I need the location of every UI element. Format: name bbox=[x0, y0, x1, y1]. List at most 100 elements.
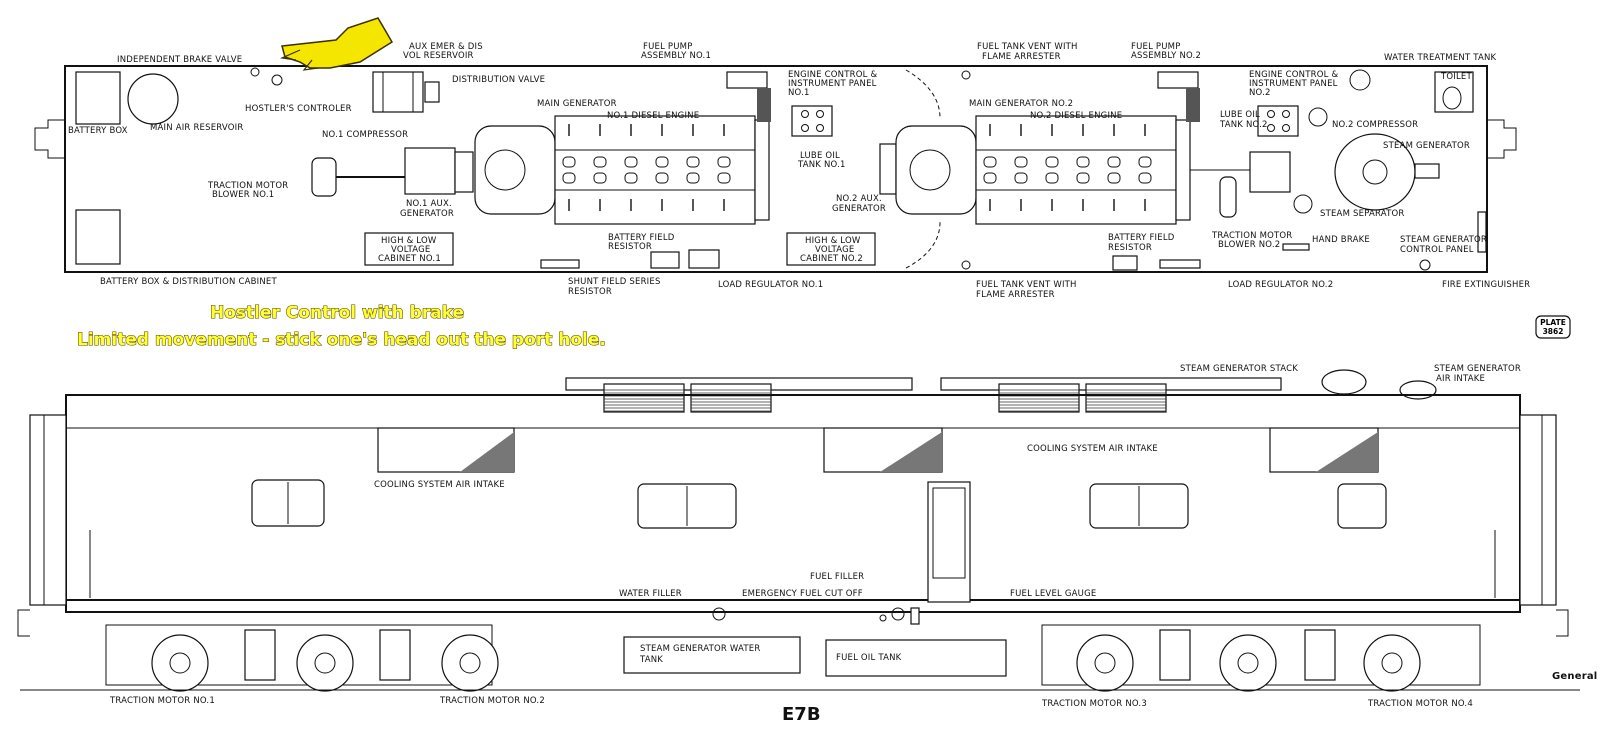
label-tm2: TRACTION MOTOR NO.2 bbox=[439, 696, 545, 706]
label-lube-oil-2a: LUBE OIL bbox=[1220, 110, 1260, 120]
hv-cabinet-2 bbox=[786, 232, 876, 266]
plan-coupler-left bbox=[34, 119, 65, 159]
battery-box-distribution-cabinet bbox=[75, 209, 121, 265]
engine-cylinder-head bbox=[562, 172, 576, 184]
engine-cylinder-head bbox=[1076, 156, 1090, 168]
independent-brake-valve bbox=[250, 67, 260, 77]
battery-box bbox=[75, 71, 121, 125]
label-sg-stack: STEAM GENERATOR STACK bbox=[1180, 364, 1298, 374]
lube-oil-tank-2 bbox=[1257, 105, 1299, 137]
traction-motor-blower-2 bbox=[1219, 176, 1237, 218]
engine-cylinder-head bbox=[655, 156, 669, 168]
label-no2-diesel-engine: NO.2 DIESEL ENGINE bbox=[1030, 111, 1122, 121]
engine-cylinder-head bbox=[1138, 172, 1152, 184]
label-hlv1-b: VOLTAGE bbox=[391, 245, 430, 255]
fuel-pump-assembly-2 bbox=[1157, 71, 1199, 89]
label-sg-air-a: STEAM GENERATOR bbox=[1434, 364, 1521, 374]
label-tm-blower-2b: BLOWER NO.2 bbox=[1218, 240, 1280, 250]
engine-cylinder-head bbox=[593, 172, 607, 184]
engine-cylinder-head bbox=[686, 172, 700, 184]
fuel-oil-tank bbox=[825, 639, 1007, 677]
label-fuel-vent-bot-b: FLAME ARRESTER bbox=[976, 290, 1055, 300]
steam-generator-water-tank bbox=[623, 636, 801, 674]
label-fuel-vent-bot-a: FUEL TANK VENT WITH bbox=[976, 280, 1077, 290]
plan-coupler-right bbox=[1487, 119, 1517, 159]
label-battery-field-res2-b: RESISTOR bbox=[1108, 243, 1152, 253]
steam-generator-stack bbox=[1321, 369, 1367, 395]
label-independent-brake-valve: INDEPENDENT BRAKE VALVE bbox=[117, 55, 242, 65]
label-battery-box-dist: BATTERY BOX & DISTRIBUTION CABINET bbox=[100, 277, 278, 287]
label-shunt-field-a: SHUNT FIELD SERIES bbox=[568, 277, 661, 287]
engine-cylinder-head bbox=[624, 172, 638, 184]
engine-control-panel-2 bbox=[1186, 88, 1200, 122]
label-aux-emer-dis: AUX EMER & DIS bbox=[409, 42, 483, 52]
engine-cylinder-head bbox=[1014, 172, 1028, 184]
label-main-air-reservoir: MAIN AIR RESERVOIR bbox=[150, 123, 244, 133]
label-tm3: TRACTION MOTOR NO.3 bbox=[1041, 699, 1147, 709]
label-fuel-pump-1b: ASSEMBLY NO.1 bbox=[641, 51, 711, 61]
annotation-line1: Hostler Control with brake bbox=[210, 303, 464, 323]
label-water-treatment: WATER TREATMENT TANK bbox=[1384, 53, 1497, 63]
label-fuel-pump-2a: FUEL PUMP bbox=[1131, 42, 1181, 52]
label-water-filler: WATER FILLER bbox=[619, 589, 682, 599]
label-battery-box: BATTERY BOX bbox=[68, 126, 128, 136]
label-fuel-vent-top-b: FLAME ARRESTER bbox=[982, 52, 1061, 62]
engine-control-panel-1 bbox=[757, 88, 771, 122]
label-distribution-valve: DISTRIBUTION VALVE bbox=[452, 75, 545, 85]
label-fuel-filler: FUEL FILLER bbox=[810, 572, 864, 582]
corner-label: General bbox=[1552, 671, 1597, 682]
diesel-engine-1 bbox=[554, 115, 756, 225]
label-sg-water-a: STEAM GENERATOR WATER bbox=[640, 644, 760, 654]
label-no2-aux-gen-b: GENERATOR bbox=[832, 204, 886, 214]
compressor-2 bbox=[1308, 107, 1328, 127]
label-sg-control-a: STEAM GENERATOR bbox=[1400, 235, 1487, 245]
engine-cylinder-head bbox=[1045, 172, 1059, 184]
label-tm4: TRACTION MOTOR NO.4 bbox=[1367, 699, 1473, 709]
main-air-reservoir bbox=[127, 73, 179, 125]
label-load-reg-2: LOAD REGULATOR NO.2 bbox=[1228, 280, 1333, 290]
engine-cylinder-head bbox=[686, 156, 700, 168]
label-ecip2-c: NO.2 bbox=[1249, 88, 1271, 98]
model-title: E7B bbox=[782, 704, 821, 725]
engine-cylinder-head bbox=[1107, 172, 1121, 184]
label-battery-field-res-b: RESISTOR bbox=[608, 242, 652, 252]
annotation-line2: Limited movement - stick one's head out … bbox=[77, 330, 606, 350]
side-door bbox=[927, 481, 971, 603]
side-elevation bbox=[17, 369, 1580, 692]
label-tm-blower-1b: BLOWER NO.1 bbox=[212, 190, 274, 200]
plate-box bbox=[1535, 315, 1571, 339]
load-regulator-1 bbox=[688, 249, 720, 269]
traction-motor-blower-1 bbox=[311, 157, 337, 197]
fuel-tank-vent-top bbox=[961, 70, 971, 80]
hv-cabinet-1 bbox=[364, 232, 454, 266]
label-fuel-vent-top-a: FUEL TANK VENT WITH bbox=[977, 42, 1078, 52]
label-shunt-field-b: RESISTOR bbox=[568, 287, 612, 297]
main-generator-2 bbox=[895, 125, 977, 215]
label-tm-blower-2a: TRACTION MOTOR bbox=[1211, 231, 1292, 241]
label-main-generator: MAIN GENERATOR bbox=[537, 99, 617, 109]
compressor-1 bbox=[404, 147, 456, 195]
engine-cylinder-head bbox=[593, 156, 607, 168]
label-steam-separator: STEAM SEPARATOR bbox=[1320, 209, 1404, 219]
label-ecip1-b: INSTRUMENT PANEL bbox=[788, 79, 877, 89]
toilet bbox=[1434, 71, 1474, 113]
label-no1-aux-gen-b: GENERATOR bbox=[400, 209, 454, 219]
label-ecip1-a: ENGINE CONTROL & bbox=[788, 70, 877, 80]
main-generator-1 bbox=[474, 125, 556, 215]
hand-brake bbox=[1282, 243, 1310, 251]
label-hand-brake: HAND BRAKE bbox=[1312, 235, 1370, 245]
label-lube-oil-1a: LUBE OIL bbox=[800, 151, 840, 161]
window-4 bbox=[1337, 483, 1387, 529]
label-cooling-2: COOLING SYSTEM AIR INTAKE bbox=[1027, 444, 1158, 454]
label-emergency-fuel-cut: EMERGENCY FUEL CUT OFF bbox=[742, 589, 863, 599]
steam-generator-control-panel bbox=[1477, 211, 1487, 253]
label-hlv1-c: CABINET NO.1 bbox=[378, 254, 441, 264]
distribution-valve bbox=[424, 81, 440, 103]
water-filler bbox=[712, 607, 726, 621]
aux-generator-1 bbox=[454, 151, 474, 193]
load-regulator-2 bbox=[1159, 259, 1201, 269]
truck-rear bbox=[1041, 624, 1481, 692]
label-hlv1-a: HIGH & LOW bbox=[381, 236, 437, 246]
fuel-tank-vent-bottom bbox=[961, 260, 971, 270]
